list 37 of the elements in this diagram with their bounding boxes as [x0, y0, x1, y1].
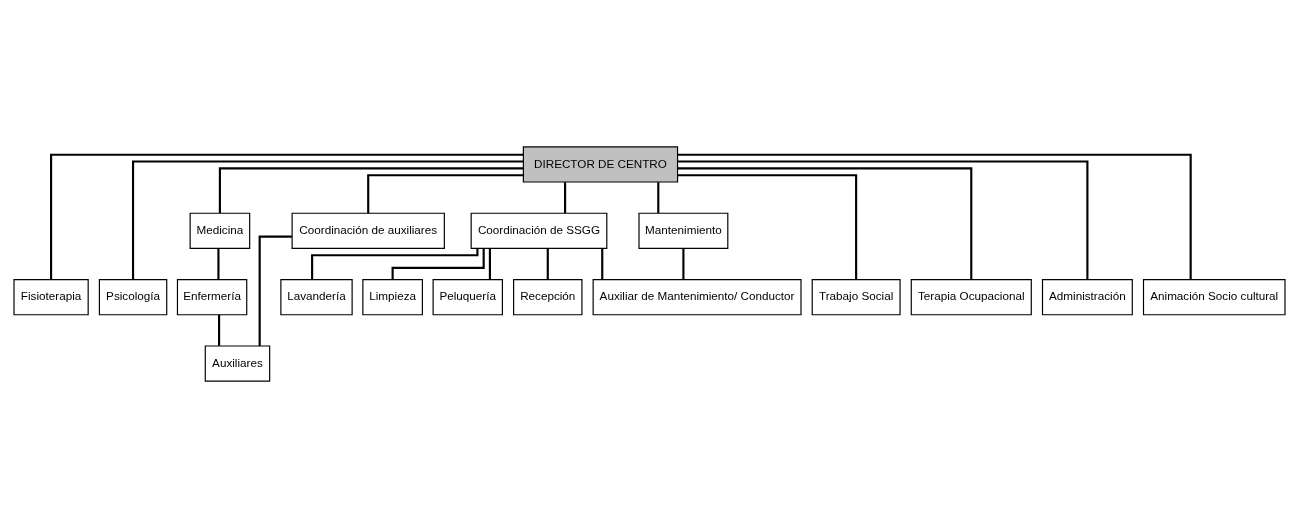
connector	[367, 173, 524, 213]
node-box: Auxiliares	[204, 344, 271, 382]
node-box: Administración	[1041, 278, 1133, 315]
node-box: Medicina	[189, 212, 251, 249]
connector	[546, 248, 549, 279]
node-box: Coordinación de SSGG	[470, 212, 608, 249]
connector	[131, 159, 524, 279]
connector	[391, 248, 485, 279]
connector	[217, 248, 220, 279]
connector	[564, 181, 567, 213]
node-box: Recepción	[513, 278, 583, 315]
connector	[677, 173, 858, 279]
node-box: Enfermería	[176, 278, 248, 315]
connector	[488, 248, 491, 279]
connector	[657, 181, 660, 213]
connector	[682, 248, 685, 279]
node-box: Auxiliar de Mantenimiento/ Conductor	[592, 278, 802, 315]
connector	[601, 248, 604, 279]
node-box: Peluquería	[432, 278, 503, 315]
connector	[218, 166, 523, 213]
node-box: Coordinación de auxiliares	[291, 212, 445, 249]
node-box: Terapia Ocupacional	[910, 278, 1032, 315]
node-box: Mantenimiento	[638, 212, 729, 249]
node-box: Trabajo Social	[811, 278, 901, 315]
node-box: Fisioterapia	[13, 278, 89, 315]
connector	[677, 159, 1089, 279]
node-box: Psicología	[98, 278, 168, 315]
node-box: Limpieza	[362, 278, 423, 315]
connector	[218, 314, 221, 346]
connector	[677, 153, 1192, 279]
connector	[677, 166, 973, 280]
connector	[311, 248, 479, 279]
node-box: DIRECTOR DE CENTRO	[522, 145, 679, 183]
node-box: Animación Socio cultural	[1142, 278, 1286, 315]
connector	[258, 235, 292, 346]
node-box: Lavandería	[280, 278, 353, 315]
connector	[50, 153, 524, 279]
